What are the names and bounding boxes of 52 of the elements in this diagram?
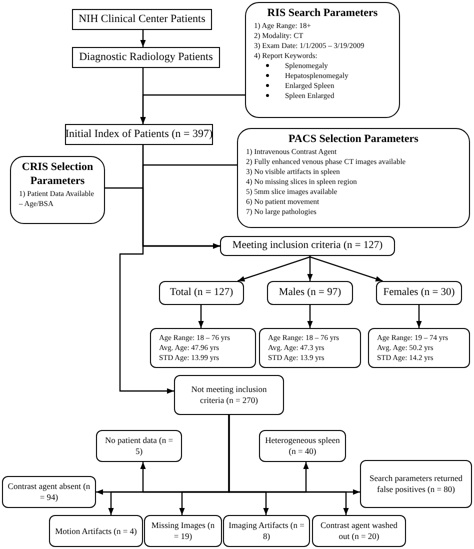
box-label: Contrast agent absent (n = 94) (7, 481, 91, 503)
box-label: Meeting inclusion criteria (n = 127) (232, 239, 383, 253)
box-label: Initial Index of Patients (n = 397) (65, 128, 213, 142)
stats-box (368, 328, 470, 368)
box-label: NIH Clinical Center Patients (78, 12, 206, 26)
group-box (159, 281, 244, 305)
panel-heading: RIS Search Parameters (267, 7, 378, 21)
arrow (237, 256, 311, 282)
process-box (72, 9, 212, 30)
parameter-panel (10, 156, 105, 224)
arrow (309, 256, 383, 282)
panel-heading: PACS Selection Parameters (288, 133, 418, 147)
box-label: No patient data (n = 5) (104, 435, 174, 457)
exclusion-box (96, 430, 182, 462)
arrow (307, 256, 313, 281)
box-label: Males (n = 97) (278, 286, 342, 300)
box-label: Imaging Artifacts (n = 8) (228, 520, 305, 542)
exclusion-box (259, 430, 346, 462)
arrow (307, 305, 313, 328)
box-label: Contrast agent washed out (n = 20) (320, 520, 398, 542)
box-label: Diagnostic Radiology Patients (79, 50, 213, 64)
arrow (228, 415, 349, 515)
stats-box (150, 328, 256, 368)
process-box (220, 236, 395, 256)
process-box (72, 47, 220, 68)
box-label: Total (n = 127) (170, 286, 234, 300)
exclusion-box (312, 515, 406, 547)
arrow (198, 305, 204, 328)
arrow (140, 30, 146, 47)
group-box (376, 281, 462, 305)
box-label: Females (n = 30) (383, 286, 455, 300)
exclusion-box (360, 460, 472, 508)
parameter-panel (245, 2, 400, 118)
arrow (140, 94, 245, 124)
group-box (267, 281, 353, 305)
exclusion-box (223, 515, 310, 547)
parameter-panel (237, 128, 470, 228)
exclusion-box (2, 476, 96, 508)
arrow (119, 145, 174, 394)
exclusion-box (144, 515, 222, 547)
box-label: Not meeting inclusion criteria (n = 270) (190, 384, 268, 406)
process-box (65, 124, 213, 145)
process-box (174, 375, 284, 415)
stats-box (259, 328, 361, 368)
box-label: Search parameters returned false positives (n = 80) (368, 473, 464, 495)
exclusion-box (49, 515, 143, 547)
box-label: Heterogeneous spleen (n = 40) (264, 435, 341, 457)
arrow (105, 187, 220, 249)
box-label: Motion Artifacts (n = 4) (55, 526, 137, 536)
arrow (416, 305, 422, 328)
panel-heading: CRIS Selection Parameters (20, 161, 94, 188)
box-label: Missing Images (n = 19) (150, 520, 216, 542)
